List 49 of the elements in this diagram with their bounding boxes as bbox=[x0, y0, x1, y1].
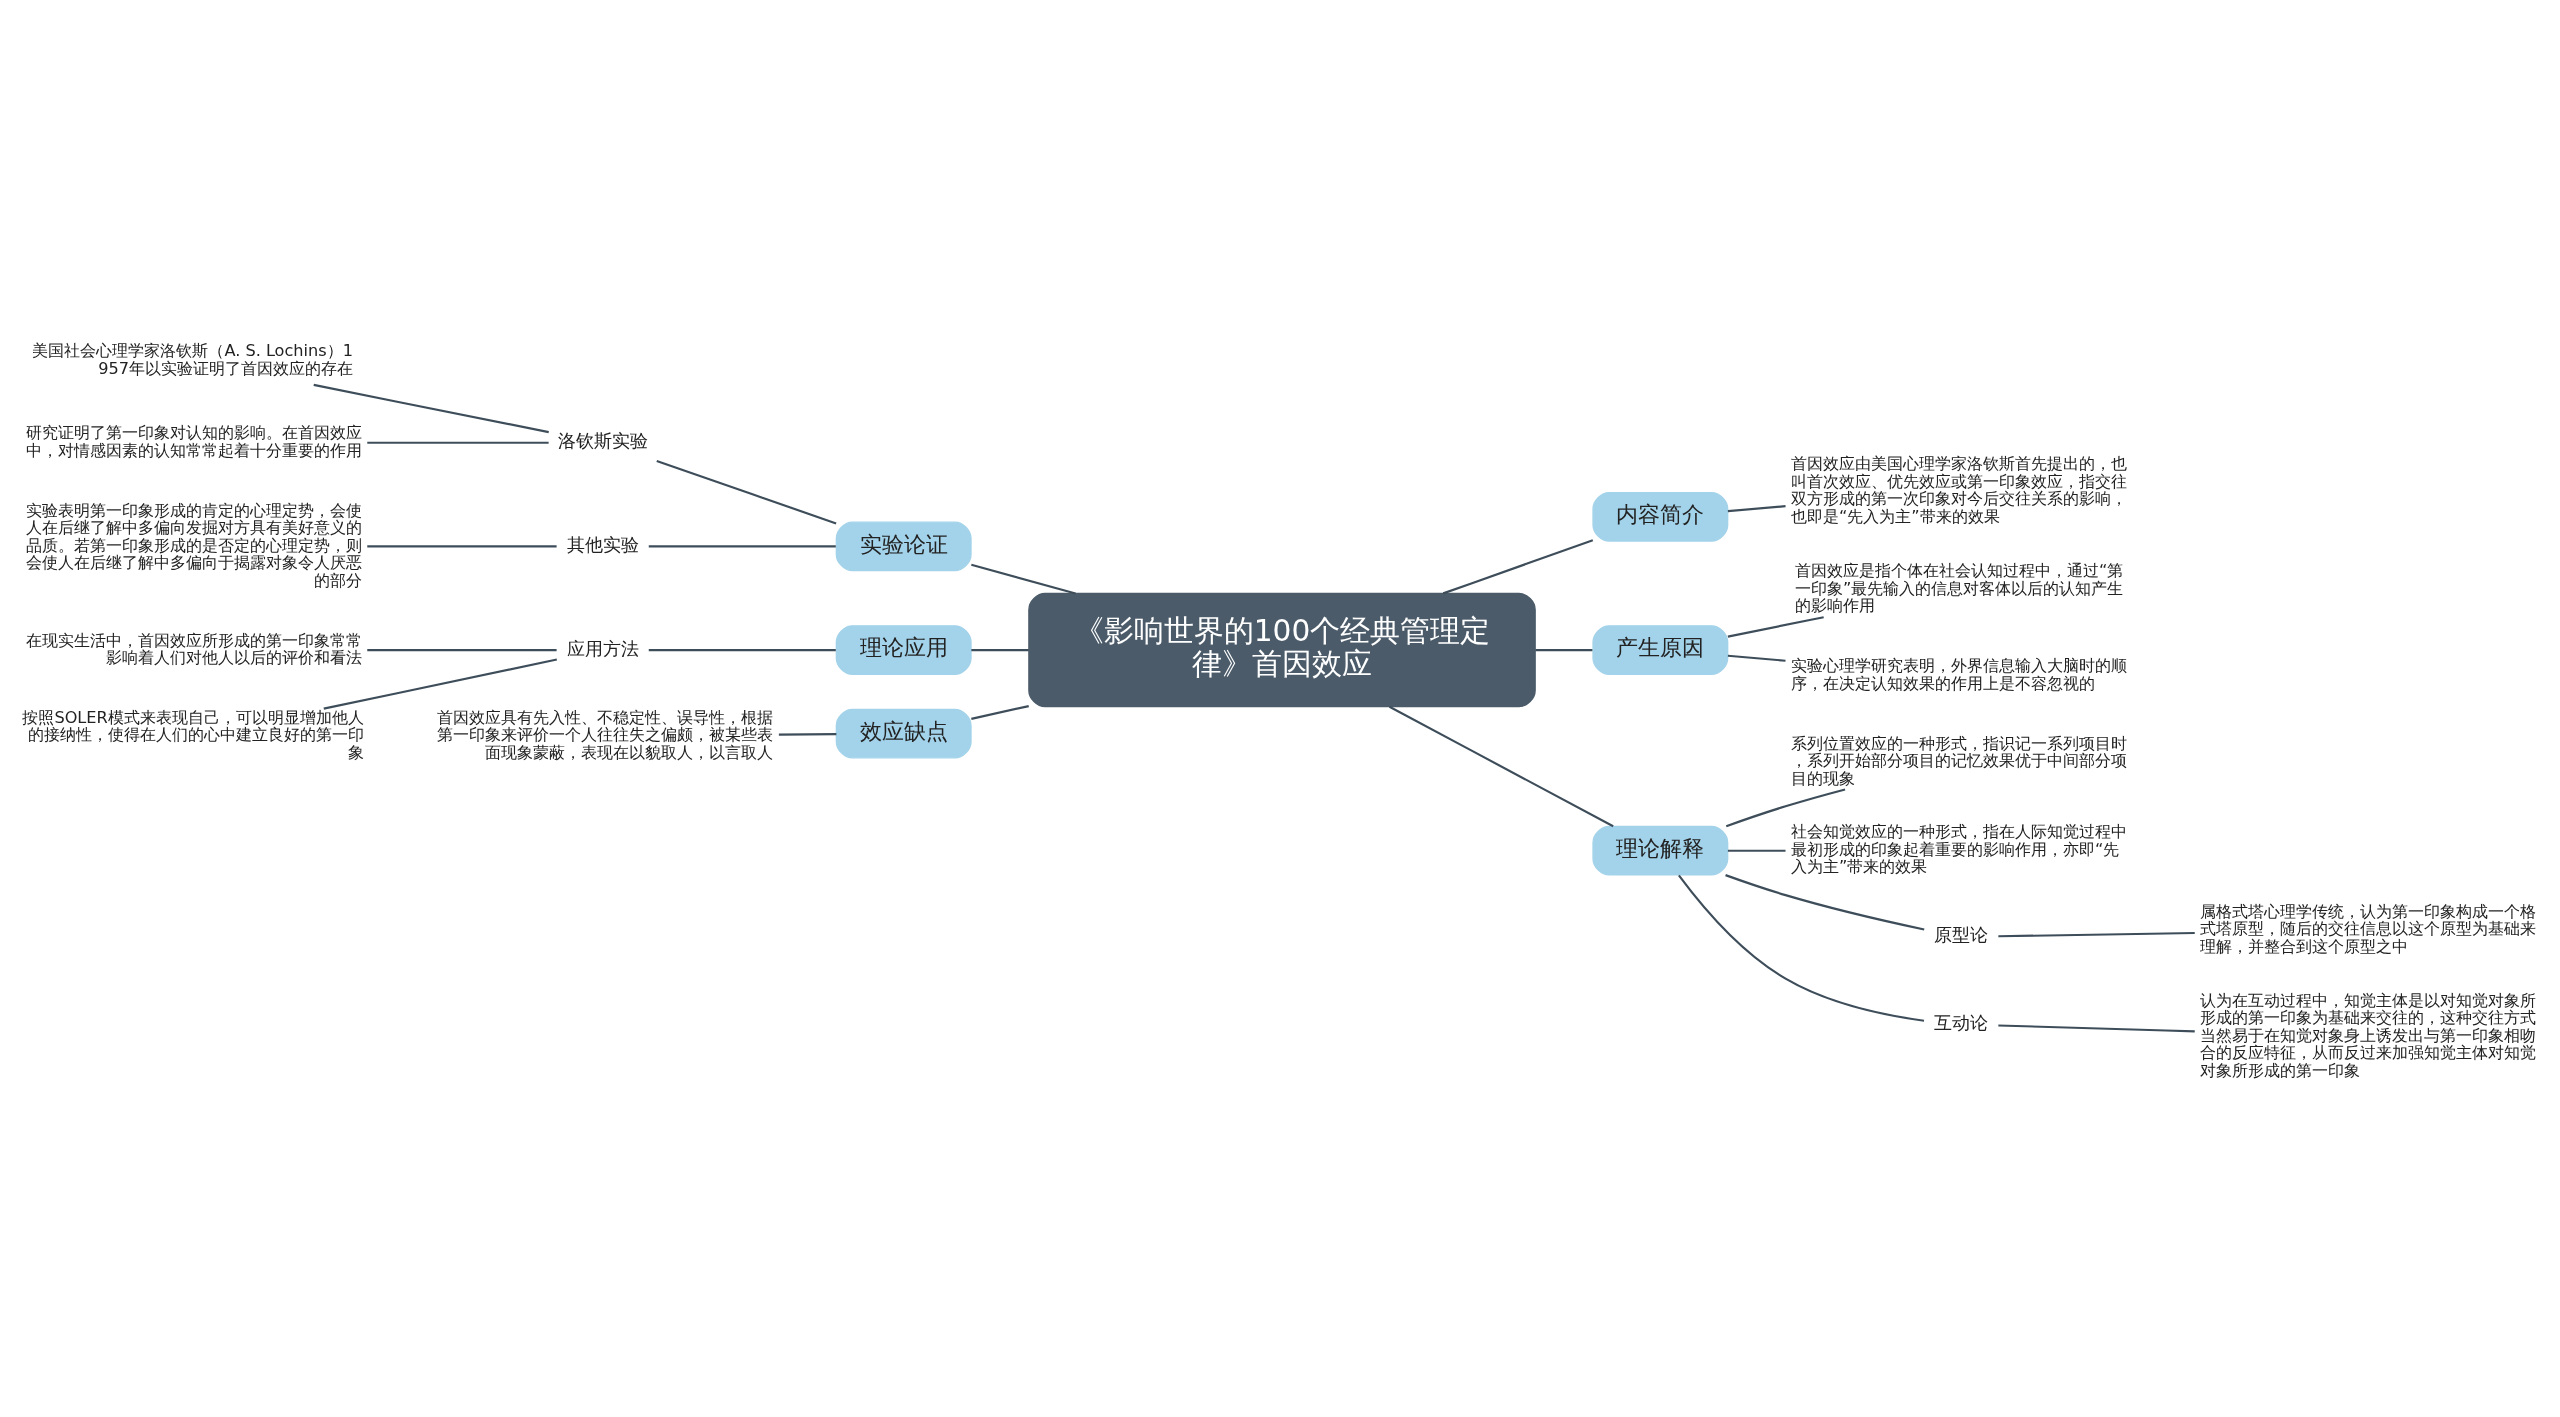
connector bbox=[1442, 538, 1594, 594]
connector bbox=[1998, 1023, 2195, 1032]
node-text: 应用方法 bbox=[566, 638, 639, 659]
connector bbox=[648, 544, 836, 547]
node-box: 理论应用 bbox=[835, 624, 972, 675]
node-box: 效应缺点 bbox=[835, 708, 972, 758]
node-text: 首因效应是指个体在社会认知过程中，通过“第一印象”最先输入的信息对客体以后的认知产生的影响作用 bbox=[1795, 560, 2124, 615]
connector bbox=[323, 657, 558, 710]
connector bbox=[1727, 654, 1786, 662]
node-text: 研究证明了第一印象对认知的影响。在首因效应中，对情感因素的认知常常起着十分重要的作用 bbox=[25, 422, 362, 460]
connector bbox=[1389, 705, 1614, 827]
connector bbox=[1727, 504, 1786, 512]
node-box: 实验论证 bbox=[835, 521, 972, 571]
connector bbox=[1727, 615, 1824, 638]
connector bbox=[313, 383, 549, 433]
connector bbox=[367, 648, 557, 651]
node-text: 首因效应由美国心理学家洛钦斯首先提出的，也叫首次效应、优先效应或第一印象效应，指交往双方形成的第一次印象对今后交往关系的影响，也即是“先入为主”带来的效果 bbox=[1790, 453, 2127, 526]
node-text: 互动论 bbox=[1934, 1012, 1989, 1033]
connector bbox=[656, 459, 837, 524]
connector bbox=[971, 563, 1076, 595]
connector bbox=[1535, 648, 1593, 651]
node-text: 其他实验 bbox=[566, 534, 639, 555]
node-box: 内容简介 bbox=[1592, 491, 1729, 542]
connector bbox=[1998, 931, 2195, 937]
node-text: 系列位置效应的一种形式，指识记一系列项目时，系列开始部分项目的记忆效果优于中间部分项目的现象 bbox=[1790, 733, 2127, 788]
node-text: 社会知觉效应的一种形式，指在人际知觉过程中最初形成的印象起着重要的影响作用，亦即“先入为主”带来的效果 bbox=[1790, 821, 2127, 876]
node-box: 《影响世界的100个经典管理定律》首因效应 bbox=[1028, 592, 1536, 707]
node-text: 洛钦斯实验 bbox=[557, 430, 648, 451]
node-text: 按照SOLER模式来表现自己，可以明显增加他人的接纳性，使得在人们的心中建立良好的第一印象 bbox=[22, 707, 364, 762]
connector bbox=[971, 704, 1029, 720]
connector bbox=[367, 441, 549, 444]
connector bbox=[1725, 873, 1925, 931]
node-text: 首因效应具有先入性、不稳定性、误导性，根据第一印象来评价一个人往往失之偏颇，被某些表面现象蒙蔽，表现在以貌取人，以言取人 bbox=[437, 707, 774, 762]
node-text: 原型论 bbox=[1934, 924, 1989, 945]
node-box: 理论解释 bbox=[1592, 825, 1729, 876]
node-text: 在现实生活中，首因效应所形成的第一印象常常影响着人们对他人以后的评价和看法 bbox=[25, 630, 362, 667]
node-box: 产生原因 bbox=[1592, 624, 1729, 675]
connector bbox=[367, 544, 557, 547]
connector bbox=[648, 648, 836, 651]
connector bbox=[1727, 849, 1786, 852]
node-text: 认为在互动过程中，知觉主体是以对知觉对象所形成的第一印象为基础来交往的，这种交往方式当然易于在知觉对象身上诱发出与第一印象相吻合的反应特征，从而反过来加强知觉主体对知觉对象所形成的第一印象 bbox=[2200, 990, 2537, 1080]
node-text: 属格式塔心理学传统，认为第一印象构成一个格式塔原型，随后的交往信息以这个原型为基础来理解，并整合到这个原型之中 bbox=[2200, 901, 2537, 956]
node-text: 实验心理学研究表明，外界信息输入大脑时的顺序，在决定认知效果的作用上是不容忽视的 bbox=[1790, 655, 2127, 693]
connector bbox=[971, 648, 1029, 651]
node-text: 美国社会心理学家洛钦斯（A. S. Lochins）1957年以实验证明了首因效应的存在 bbox=[32, 340, 354, 378]
connector bbox=[1678, 874, 1925, 1022]
node-text: 实验表明第一印象形成的肯定的心理定势，会使人在后继了解中多偏向发掘对方具有美好意义的品质。若第一印象形成的是否定的心理定势，则会使人在后继了解中多偏向于揭露对象令人厌恶的部分 bbox=[25, 500, 362, 590]
connector bbox=[778, 732, 837, 736]
connector bbox=[1725, 787, 1846, 827]
